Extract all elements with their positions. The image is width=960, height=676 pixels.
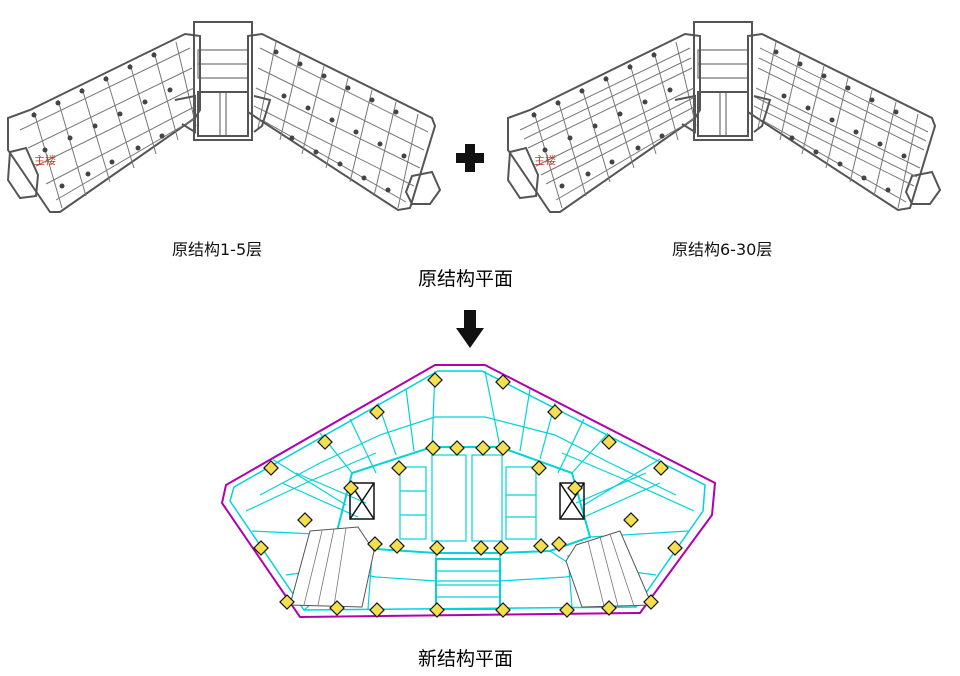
plus-icon xyxy=(454,142,486,174)
new-structure-plan xyxy=(220,364,717,619)
left-panel-bay xyxy=(289,526,375,608)
arrow-down-icon xyxy=(456,310,484,348)
core-block xyxy=(693,21,753,141)
outer-boundary xyxy=(220,364,717,619)
right-panel-bay xyxy=(565,530,653,608)
right-end-tower xyxy=(904,170,942,205)
caption-floors-6-30: 原结构6-30层 xyxy=(672,240,773,259)
plan-floors-1-5: 主楼 xyxy=(6,21,442,213)
right-brace-core xyxy=(559,482,585,520)
left-brace-core xyxy=(349,482,375,520)
core-block xyxy=(193,21,253,141)
plan-right-tag: 主楼 xyxy=(534,153,556,167)
plan-left-tag: 主楼 xyxy=(34,153,56,167)
plan-floors-6-30: 主楼 xyxy=(506,21,942,213)
title-original-plan: 原结构平面 xyxy=(418,268,514,290)
title-new-plan: 新结构平面 xyxy=(418,648,514,670)
lift-block xyxy=(697,91,749,137)
right-end-tower xyxy=(404,170,442,205)
caption-floors-1-5: 原结构1-5层 xyxy=(172,240,263,259)
left-end-tower xyxy=(506,146,540,200)
lift-block xyxy=(197,91,249,137)
left-end-tower xyxy=(6,146,40,200)
